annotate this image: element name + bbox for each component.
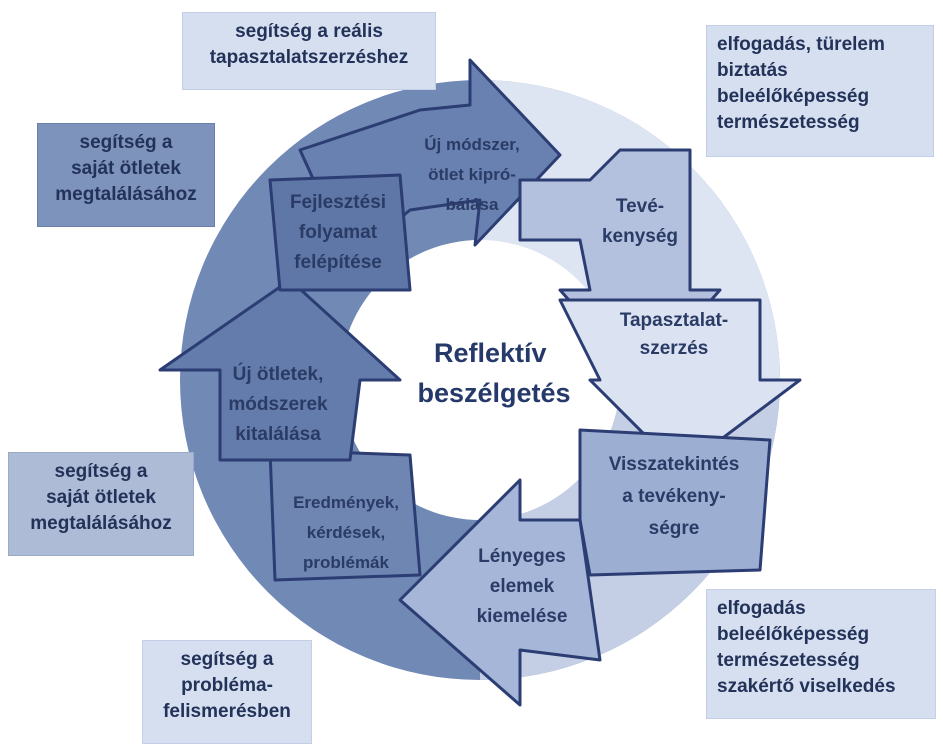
center-label-line-1: Reflektív	[434, 338, 547, 368]
cycle-label-lenyeges-elemek-line-3: kiemelése	[477, 606, 568, 627]
cycle-label-tevekenyseg-line-2: kenység	[602, 226, 678, 247]
cycle-label-tapasztalatszerzes-line-2: szerzés	[640, 338, 709, 359]
box-lower-left-line-3: megtalálásához	[30, 513, 172, 534]
cycle-label-tevekenyseg-line-1: Tevé-	[616, 196, 664, 217]
arrow-uj-otletek	[158, 278, 402, 462]
box-upper-left: segítség a saját ötletek megtalálásához	[37, 123, 215, 227]
box-top-right-line-4: természetesség	[717, 112, 860, 133]
box-bottom-left-line-3: felismerésben	[163, 701, 291, 722]
cycle-label-uj-otletek-line-1: Új ötletek,	[233, 363, 324, 385]
cycle-label-eredmenyek-line-3: problémák	[303, 553, 390, 572]
cycle-label-eredmenyek-line-1: Eredmények,	[293, 493, 399, 512]
box-lower-left-line-2: saját ötletek	[46, 487, 156, 508]
box-top-right-line-2: biztatás	[717, 60, 788, 81]
cycle-label-eredmenyek: Eredmények, kérdések, problémák	[293, 493, 399, 572]
cycle-label-visszatekintes-line-3: ségre	[649, 518, 700, 539]
box-bottom-right-line-2: beleélőképesség	[717, 624, 870, 645]
cycle-label-lenyeges-elemek-line-1: Lényeges	[478, 546, 566, 567]
cycle-label-lenyeges-elemek-line-2: elemek	[490, 576, 555, 597]
center-label-line-2: beszélgetés	[417, 378, 570, 408]
cycle-label-fejlesztesi: Fejlesztési folyamat felépítése	[290, 192, 386, 273]
cycle-label-uj-otletek-line-3: kitalálása	[235, 424, 321, 445]
cycle-label-lenyeges-elemek: Lényeges elemek kiemelése	[477, 546, 568, 627]
box-top-center: segítség a reális tapasztalatszerzéshez	[182, 12, 436, 90]
box-top-right-line-3: beleélőképesség	[717, 86, 870, 107]
box-top-right: elfogadás, türelem biztatás beleélőképes…	[706, 25, 934, 157]
cycle-label-tapasztalatszerzes: Tapasztalat-szerzés	[620, 310, 728, 359]
box-bottom-left: segítség a probléma- felismerésben	[142, 640, 312, 744]
box-lower-left: segítség a saját ötletek megtalálásához	[8, 452, 194, 556]
box-bottom-right: elfogadás beleélőképesség természetesség…	[706, 589, 936, 719]
box-bottom-right-line-3: természetesség	[717, 650, 860, 671]
box-top-right-line-1: elfogadás, türelem	[717, 34, 885, 55]
cycle-label-visszatekintes-line-2: a tevékeny-	[622, 486, 726, 507]
arrow-lenyeges	[398, 478, 602, 707]
center-label: Reflektív beszélgetés	[417, 338, 570, 408]
cycle-label-uj-otletek: Új ötletek, módszerek kitalálása	[228, 363, 328, 445]
arrow-visszatekintes	[578, 428, 772, 577]
box-bottom-left-line-2: probléma-	[181, 675, 273, 696]
arrow-eredmenyek	[268, 448, 422, 582]
box-upper-left-line-2: saját ötletek	[71, 158, 181, 179]
box-upper-left-line-1: segítség a	[79, 132, 173, 153]
cycle-label-uj-modszer-line-1: Új módszer,	[424, 135, 519, 154]
cycle-label-uj-modszer-line-2: ötlet kipró-	[428, 165, 516, 184]
box-lower-left-line-1: segítség a	[54, 461, 148, 482]
cycle-label-uj-modszer: Új módszer, ötlet kipró-bálása	[424, 135, 519, 214]
box-top-center-line-2: tapasztalatszerzéshez	[209, 47, 409, 68]
box-top-center-line-1: segítség a reális	[235, 21, 383, 42]
cycle-label-visszatekintes: Visszatekintés a tevékeny-ségre	[609, 454, 740, 539]
cycle-label-visszatekintes-line-1: Visszatekintés	[609, 454, 740, 475]
box-upper-left-line-3: megtalálásához	[55, 184, 197, 205]
cycle-label-fejlesztesi-line-1: Fejlesztési	[290, 192, 386, 213]
cycle-label-tevekenyseg: Tevé-kenység	[602, 196, 678, 247]
cycle-label-uj-modszer-line-3: bálása	[446, 195, 499, 214]
arrow-fejlesztesi	[268, 173, 412, 292]
cycle-label-eredmenyek-line-2: kérdések,	[307, 523, 385, 542]
box-bottom-right-line-4: szakértő viselkedés	[717, 676, 896, 697]
cycle-label-fejlesztesi-line-3: felépítése	[294, 252, 382, 273]
cycle-label-tapasztalatszerzes-line-1: Tapasztalat-	[620, 310, 728, 331]
box-bottom-right-line-1: elfogadás	[717, 598, 806, 619]
cycle-label-fejlesztesi-line-2: folyamat	[299, 222, 378, 243]
box-bottom-left-line-1: segítség a	[180, 649, 274, 670]
cycle-label-uj-otletek-line-2: módszerek	[228, 394, 328, 415]
inner-hole	[340, 240, 620, 520]
